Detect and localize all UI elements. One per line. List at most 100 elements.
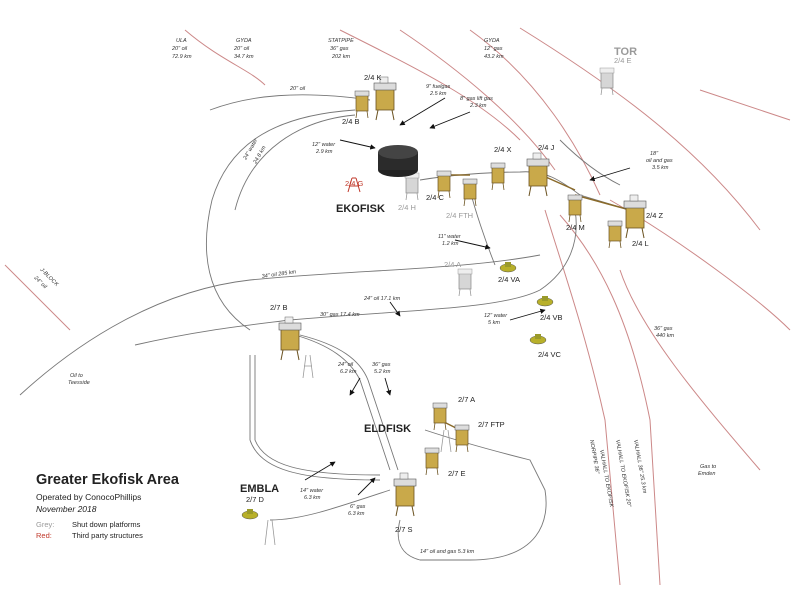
platform-2-4-j-icon (526, 152, 550, 197)
pipe-label: 5 km (488, 320, 500, 326)
label-2-7-d: 2/7 D (246, 495, 265, 504)
pipe-label: VALHALL 36" 25.3 km (632, 439, 647, 494)
pipe-label: 72.9 km (172, 54, 192, 60)
pipelines (19, 94, 631, 561)
date-text: November 2018 (36, 504, 97, 514)
pipe-label: 30" gas 17.4 km (320, 312, 360, 318)
pipe-label: ULA (176, 38, 187, 44)
pipe-label: Teesside (68, 380, 90, 386)
platform-bridges (439, 169, 631, 431)
pipe-label: 6.3 km (304, 495, 321, 501)
platform-2-4-e-icon (599, 67, 615, 96)
pipe-label: GYDA (236, 38, 252, 44)
platform-2-7-e-icon (424, 447, 440, 476)
legend-text-red: Third party structures (72, 531, 143, 540)
pipe-label: 2.9 km (315, 149, 333, 155)
label-2-4-a: 2/4 A (444, 260, 461, 269)
platform-2-4-h-icon (404, 172, 420, 201)
map-title: Greater Ekofisk Area (36, 472, 179, 488)
pipe-label: Gas to (700, 464, 716, 470)
field-labels: EKOFISK ELDFISK EMBLA TOR (240, 46, 637, 495)
label-2-7-s: 2/7 S (395, 525, 413, 534)
wellhead-2-4-va-icon (499, 261, 517, 273)
field-tor: TOR (614, 46, 637, 58)
pipe-label: 440 km (656, 333, 674, 339)
pipe-label: 14" oil and gas 5.3 km (420, 549, 475, 555)
pipe-label: 36" gas (330, 46, 349, 52)
pipeline-labels: ULA 20" oil 72.9 km GYDA 20" oil 34.7 km… (32, 38, 716, 555)
platform-2-4-m-icon (567, 194, 583, 223)
platform-labels: 2/4 K 2/4 B 2/4 X 2/4 J 2/4 C 2/4 G 2/4 … (246, 56, 664, 534)
legend: Greater Ekofisk Area Operated by ConocoP… (36, 472, 256, 542)
pipe-label: Emden (698, 471, 715, 477)
label-2-4-k: 2/4 K (364, 73, 382, 82)
label-2-4-vb: 2/4 VB (540, 313, 563, 322)
pipe-label: 43.2 km (484, 54, 504, 60)
label-2-4-b: 2/4 B (342, 117, 360, 126)
pipe-label: 2.5 km (429, 91, 447, 97)
pipe-label: 20" oil (233, 46, 250, 52)
pipe-label: 34.7 km (234, 54, 254, 60)
label-2-4-va: 2/4 VA (498, 275, 520, 284)
label-2-7-ftp: 2/7 FTP (478, 420, 505, 429)
label-2-4-fth: 2/4 FTH (446, 211, 473, 220)
pipe-label: 202 km (331, 54, 350, 60)
annotation-arrows (304, 97, 631, 496)
storage-tank-icon (378, 145, 418, 177)
platform-2-4-k-icon (373, 76, 397, 121)
platform-2-4-x-icon (490, 162, 506, 191)
field-ekofisk: EKOFISK (336, 203, 385, 215)
label-2-4-vc: 2/4 VC (538, 350, 562, 359)
platform-2-4-b-icon (354, 90, 370, 119)
platform-2-7-ftp-icon (454, 424, 470, 453)
label-2-4-l: 2/4 L (632, 239, 649, 248)
pipe-label: 20" oil (171, 46, 188, 52)
pipe-label: 6" gas (350, 504, 366, 510)
pipe-label: 34" oil 285 km (261, 269, 297, 280)
pipe-label: 20" oil (289, 86, 306, 92)
label-2-4-j: 2/4 J (538, 143, 555, 152)
pipe-label: 12" water (312, 142, 336, 148)
pipe-label: 6.2 km (340, 369, 357, 375)
pipe-label: 36" gas (372, 362, 391, 368)
platform-2-4-fth-icon (462, 178, 478, 207)
platform-2-7-b-icon (278, 316, 302, 361)
platform-2-7-s-icon (393, 472, 417, 517)
label-2-4-m: 2/4 M (566, 223, 585, 232)
flare-tower-icon (264, 354, 452, 546)
pipe-label: 3.5 km (652, 165, 669, 171)
pipe-label: Oil to (70, 373, 83, 379)
pipe-label: NORPIPE 36" (588, 439, 600, 475)
legend-text-grey: Shut down platforms (72, 520, 141, 529)
pipe-label: 24" oil 17.1 km (363, 296, 401, 302)
pipe-label: 1.2 km (442, 241, 459, 247)
platform-2-4-a-icon (457, 268, 473, 297)
label-2-7-a: 2/7 A (458, 395, 475, 404)
label-2-4-z: 2/4 Z (646, 211, 664, 220)
field-eldfisk: ELDFISK (364, 423, 411, 435)
pipe-label: 24" oil (337, 362, 354, 368)
label-2-4-g: 2/4 G (345, 179, 364, 188)
label-2-7-e: 2/7 E (448, 469, 466, 478)
operator-text: Operated by ConocoPhillips (36, 492, 142, 502)
platforms (241, 67, 647, 546)
platform-2-7-a-icon (432, 402, 448, 431)
wellhead-2-4-vc-icon (529, 333, 547, 345)
label-2-4-h: 2/4 H (398, 203, 416, 212)
pipe-label: 36" gas (654, 326, 673, 332)
pipe-label: VALHALL TO EKOFISK 20" (614, 439, 632, 508)
legend-row-red: Red: Third party structures (36, 531, 256, 540)
pipe-label: 11" water (438, 234, 462, 240)
pipe-label: 8" gas lift gas (460, 96, 493, 102)
platform-2-4-z-icon (623, 194, 647, 239)
label-2-4-x: 2/4 X (494, 145, 512, 154)
label-2-7-b: 2/7 B (270, 303, 288, 312)
field-embla: EMBLA (240, 483, 279, 495)
pipe-label: VALHALL TO EKOFISK (598, 449, 614, 508)
pipe-label: 6.3 km (348, 511, 365, 517)
pipe-label: GYDA (484, 38, 500, 44)
platform-2-4-l-icon (607, 220, 623, 249)
platform-2-4-g-icon (347, 177, 361, 193)
pipe-label: 2.3 km (469, 103, 487, 109)
